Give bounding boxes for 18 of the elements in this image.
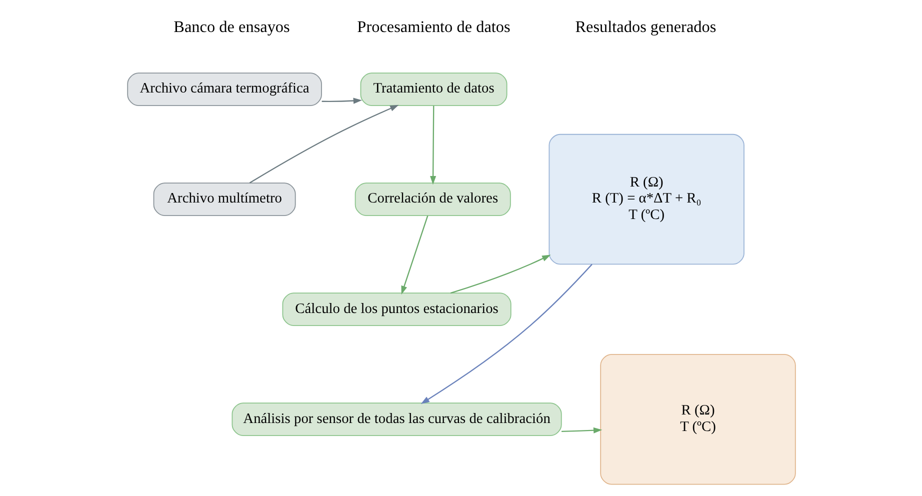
node-box: Archivo cámara termográfica xyxy=(126,72,322,106)
node-box: Correlación de valores xyxy=(354,182,510,216)
label: Procesamiento de datos xyxy=(356,18,510,36)
arrow xyxy=(248,104,398,184)
arrow xyxy=(430,106,436,185)
arrow xyxy=(450,254,550,294)
node-box: Tratamiento de datos xyxy=(360,72,507,106)
node-box: Archivo multímetro xyxy=(152,182,296,216)
node-box: R (Ω) T (ºC) xyxy=(600,354,796,485)
node-box: R (Ω) R (T) = α*ΔT + R₀ T (ºC) xyxy=(548,134,744,265)
node-box: Análisis por sensor de todas las curvas de calibración xyxy=(231,402,562,436)
arrow xyxy=(400,216,428,295)
label: Banco de ensayos xyxy=(173,18,290,36)
arrow xyxy=(561,427,602,434)
arrow xyxy=(420,264,592,404)
label: Resultados generados xyxy=(574,18,716,36)
node-box: Cálculo de los puntos estacionarios xyxy=(282,292,511,326)
arrow xyxy=(321,98,362,104)
